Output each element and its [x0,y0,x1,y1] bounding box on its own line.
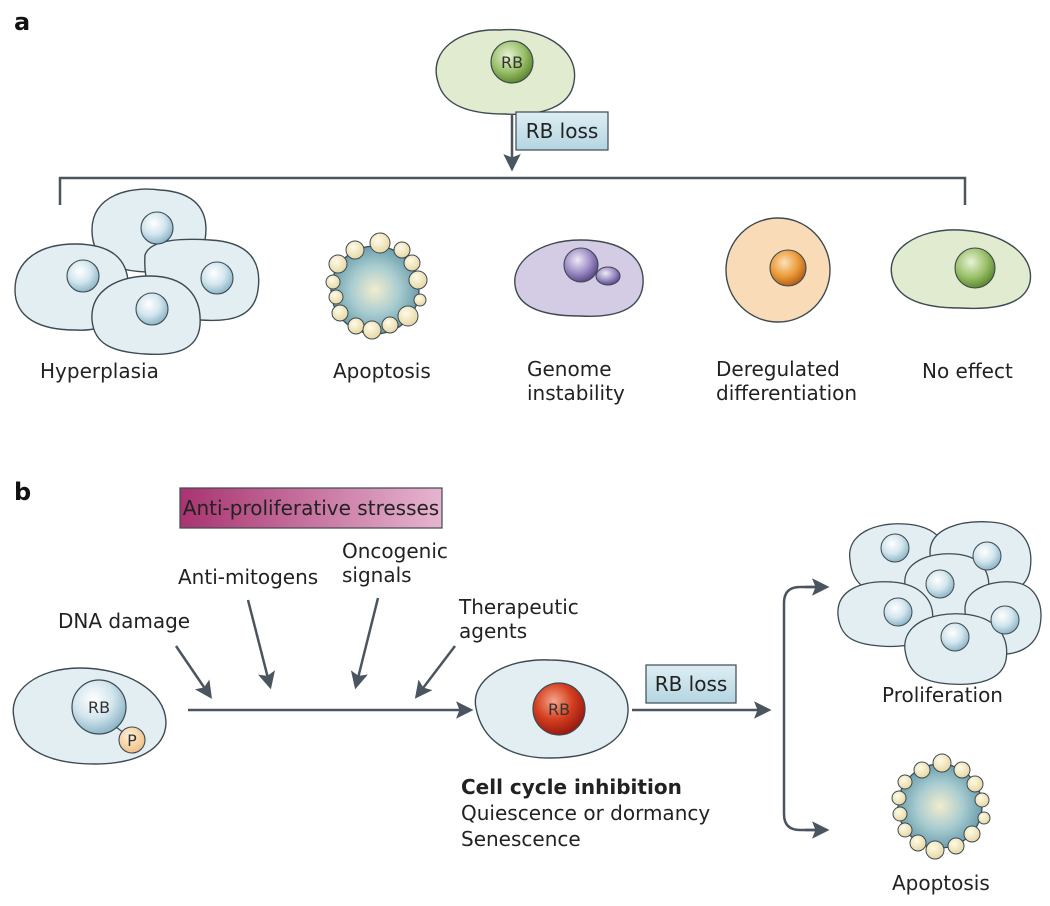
outcome-bracket [58,176,967,205]
label-apoptosis-b: Apoptosis [892,871,990,895]
genome-instability-cell [514,239,644,317]
stress-oncogenic-line1: Oncogenic [342,539,448,563]
stress-oncogenic-line2: signals [342,563,412,587]
rb-loss-box-b: RB loss [645,664,737,704]
outcome-dereg-line2: differentiation [716,381,857,405]
stress-box: Anti-proliferative stresses [179,487,443,529]
stress-therapeutic-line2: agents [459,619,527,643]
arrow-anti-mitogens [246,599,276,690]
outcome-hyperplasia: Hyperplasia [40,359,159,383]
inhibition-line2: Senescence [461,827,581,851]
phosphate-circle [118,726,146,754]
center-cell-rb-label: RB [548,700,570,719]
center-rb-cell: RB [474,659,629,759]
no-effect-cell [890,229,1032,310]
arrow-dna-damage [174,645,212,699]
outcome-no-effect: No effect [922,359,1013,383]
label-proliferation: Proliferation [882,683,1003,707]
inhibition-line1: Quiescence or dormancy [461,801,710,825]
deregulated-cell [725,217,831,323]
stress-anti-mitogens: Anti-mitogens [178,565,318,589]
panel-a-label: a [14,8,30,36]
branch-bracket [782,585,824,832]
top-cell-rb-label: RB [501,53,523,72]
proliferation-cells [837,521,1042,686]
rb-loss-label-a: RB loss [526,119,599,143]
inhibition-title: Cell cycle inhibition [461,775,682,799]
arrow-therapeutic [414,645,456,699]
outcome-genome-line2: instability [527,381,625,405]
phospho-label: P [127,731,137,750]
left-cell-rb-label: RB [88,698,110,717]
apoptotic-cell-b [891,753,991,860]
outcome-dereg-line1: Deregulated [716,357,840,381]
left-rb-cell: RB P [12,667,167,765]
outcome-apoptosis: Apoptosis [333,359,431,383]
outcome-genome-line1: Genome [527,357,612,381]
rb-nucleus [490,40,534,84]
stress-box-label: Anti-proliferative stresses [183,496,439,520]
hyperplasia-cells [14,188,260,356]
apoptotic-cell-a [325,232,428,340]
rb-loss-label-b: RB loss [655,672,728,696]
rb-loss-box-a: RB loss [515,111,609,151]
panel-b-label: b [14,478,31,506]
stress-therapeutic-line1: Therapeutic [458,595,579,619]
top-rb-cell: RB [435,28,576,115]
stress-dna-damage: DNA damage [58,609,190,633]
arrow-oncogenic [350,597,380,690]
